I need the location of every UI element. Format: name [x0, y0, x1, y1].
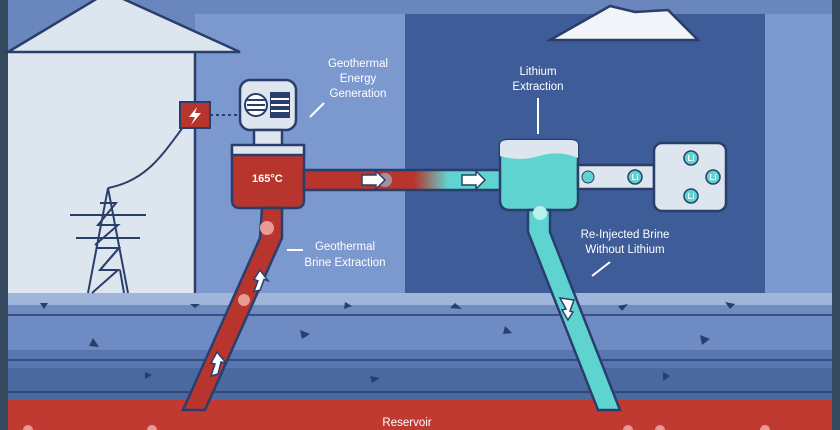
- strata-3: [8, 368, 832, 400]
- svg-text:Energy: Energy: [340, 73, 377, 85]
- svg-text:Generation: Generation: [330, 88, 387, 100]
- svg-text:Li: Li: [687, 154, 694, 163]
- transmission-tower-icon: [70, 117, 191, 294]
- lightning-icon: [189, 107, 201, 125]
- svg-text:Li: Li: [687, 192, 694, 201]
- arrow-icon: [361, 169, 487, 191]
- extraction-pipe: [181, 206, 284, 412]
- temperature-label: 165°C: [252, 173, 283, 185]
- svg-text:Re-Injected Brine: Re-Injected Brine: [581, 229, 670, 241]
- fan-icon: [244, 92, 290, 118]
- mountain-icon-right: [545, 4, 702, 42]
- svg-text:Brine Extraction: Brine Extraction: [304, 257, 385, 269]
- generator-neck: [252, 128, 284, 148]
- svg-text:Lithium: Lithium: [519, 66, 556, 78]
- arrow-icon: [209, 268, 271, 378]
- strata-2: [8, 350, 832, 368]
- reservoir: [8, 400, 832, 430]
- svg-text:Extraction: Extraction: [512, 81, 563, 93]
- lithium-storage: [652, 141, 728, 213]
- label-brine-extraction: Geothermal Brine Extraction: [287, 241, 386, 269]
- reservoir-label: Reservoir: [382, 417, 431, 429]
- svg-text:Without Lithium: Without Lithium: [585, 244, 664, 256]
- reservoir-bubbles: [23, 425, 770, 430]
- svg-text:Li: Li: [709, 173, 716, 182]
- reinjection-pipe: [526, 208, 622, 412]
- svg-text:Li: Li: [631, 173, 638, 182]
- li-particle: Li: [683, 150, 699, 166]
- li-particle: Li: [705, 169, 721, 185]
- rock-decor: [40, 302, 735, 383]
- ground-edge: [8, 293, 832, 305]
- label-reinjected-brine: Re-Injected Brine Without Lithium: [581, 229, 670, 277]
- arrow-icon: [558, 297, 576, 322]
- left-wall: [8, 52, 195, 302]
- svg-text:Geothermal: Geothermal: [328, 58, 388, 70]
- li-particle: Li: [683, 188, 699, 204]
- li-particle: Li: [627, 169, 643, 185]
- label-lithium-extraction: Lithium Extraction: [512, 66, 564, 134]
- strata-1: [8, 305, 832, 350]
- hot-brine-tank: [230, 146, 306, 210]
- svg-text:Geothermal: Geothermal: [315, 241, 375, 253]
- mountain-icon: [3, 0, 241, 54]
- panel-right-edge: [765, 14, 832, 300]
- label-geothermal-energy: Geothermal Energy Generation: [309, 58, 388, 118]
